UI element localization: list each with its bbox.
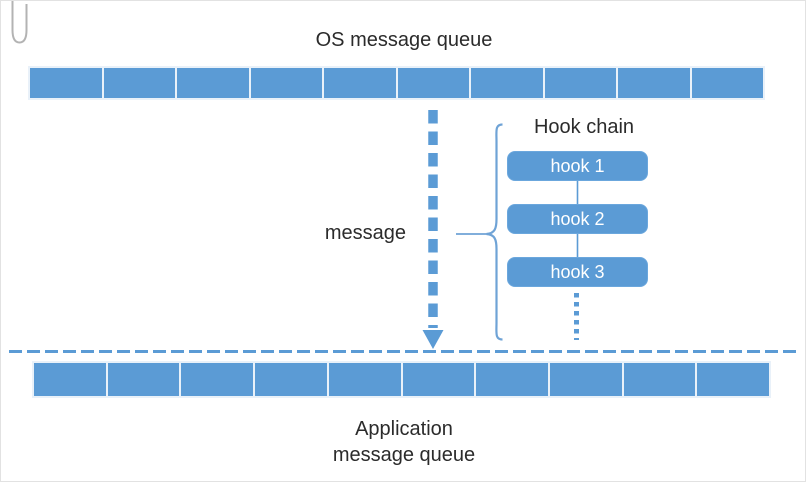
- hook-chain-brace: [486, 123, 503, 341]
- application-message-queue-bar: [32, 361, 771, 398]
- queue-segment: [697, 363, 770, 396]
- queue-segment: [476, 363, 548, 396]
- hook-chain-title: Hook chain: [533, 116, 635, 138]
- queue-segment: [30, 68, 102, 98]
- application-queue-title: Application message queue: [1, 416, 805, 468]
- message-flow-arrow-head: [422, 330, 444, 349]
- hook-2-box: hook 2: [507, 204, 648, 234]
- queue-segment: [618, 68, 690, 98]
- queue-segment: [250, 68, 322, 98]
- hook-1-label: hook 1: [550, 156, 605, 176]
- queue-segment: [181, 363, 254, 396]
- queue-segment: [177, 68, 249, 98]
- queue-segment: [623, 363, 696, 396]
- queue-segment: [471, 68, 543, 98]
- hook-3-label: hook 3: [550, 262, 605, 282]
- hook-3-box: hook 3: [507, 257, 648, 287]
- queue-segment: [402, 363, 475, 396]
- queue-segment: [103, 68, 175, 98]
- message-label: message: [324, 222, 406, 244]
- hook-2-label: hook 2: [550, 209, 605, 229]
- application-queue-title-line2: message queue: [332, 444, 476, 466]
- queue-segment: [255, 363, 327, 396]
- os-message-queue-bar: [28, 66, 765, 100]
- queue-segment: [324, 68, 396, 98]
- queue-segment: [107, 363, 180, 396]
- queue-segment: [544, 68, 616, 98]
- os-queue-title: OS message queue: [315, 29, 493, 51]
- application-queue-title-line1: Application: [355, 418, 453, 440]
- queue-segment: [549, 363, 622, 396]
- hook-1-box: hook 1: [507, 151, 648, 181]
- queue-segment: [691, 68, 763, 98]
- queue-segment: [34, 363, 106, 396]
- queue-segment: [328, 363, 401, 396]
- queue-segment: [397, 68, 469, 98]
